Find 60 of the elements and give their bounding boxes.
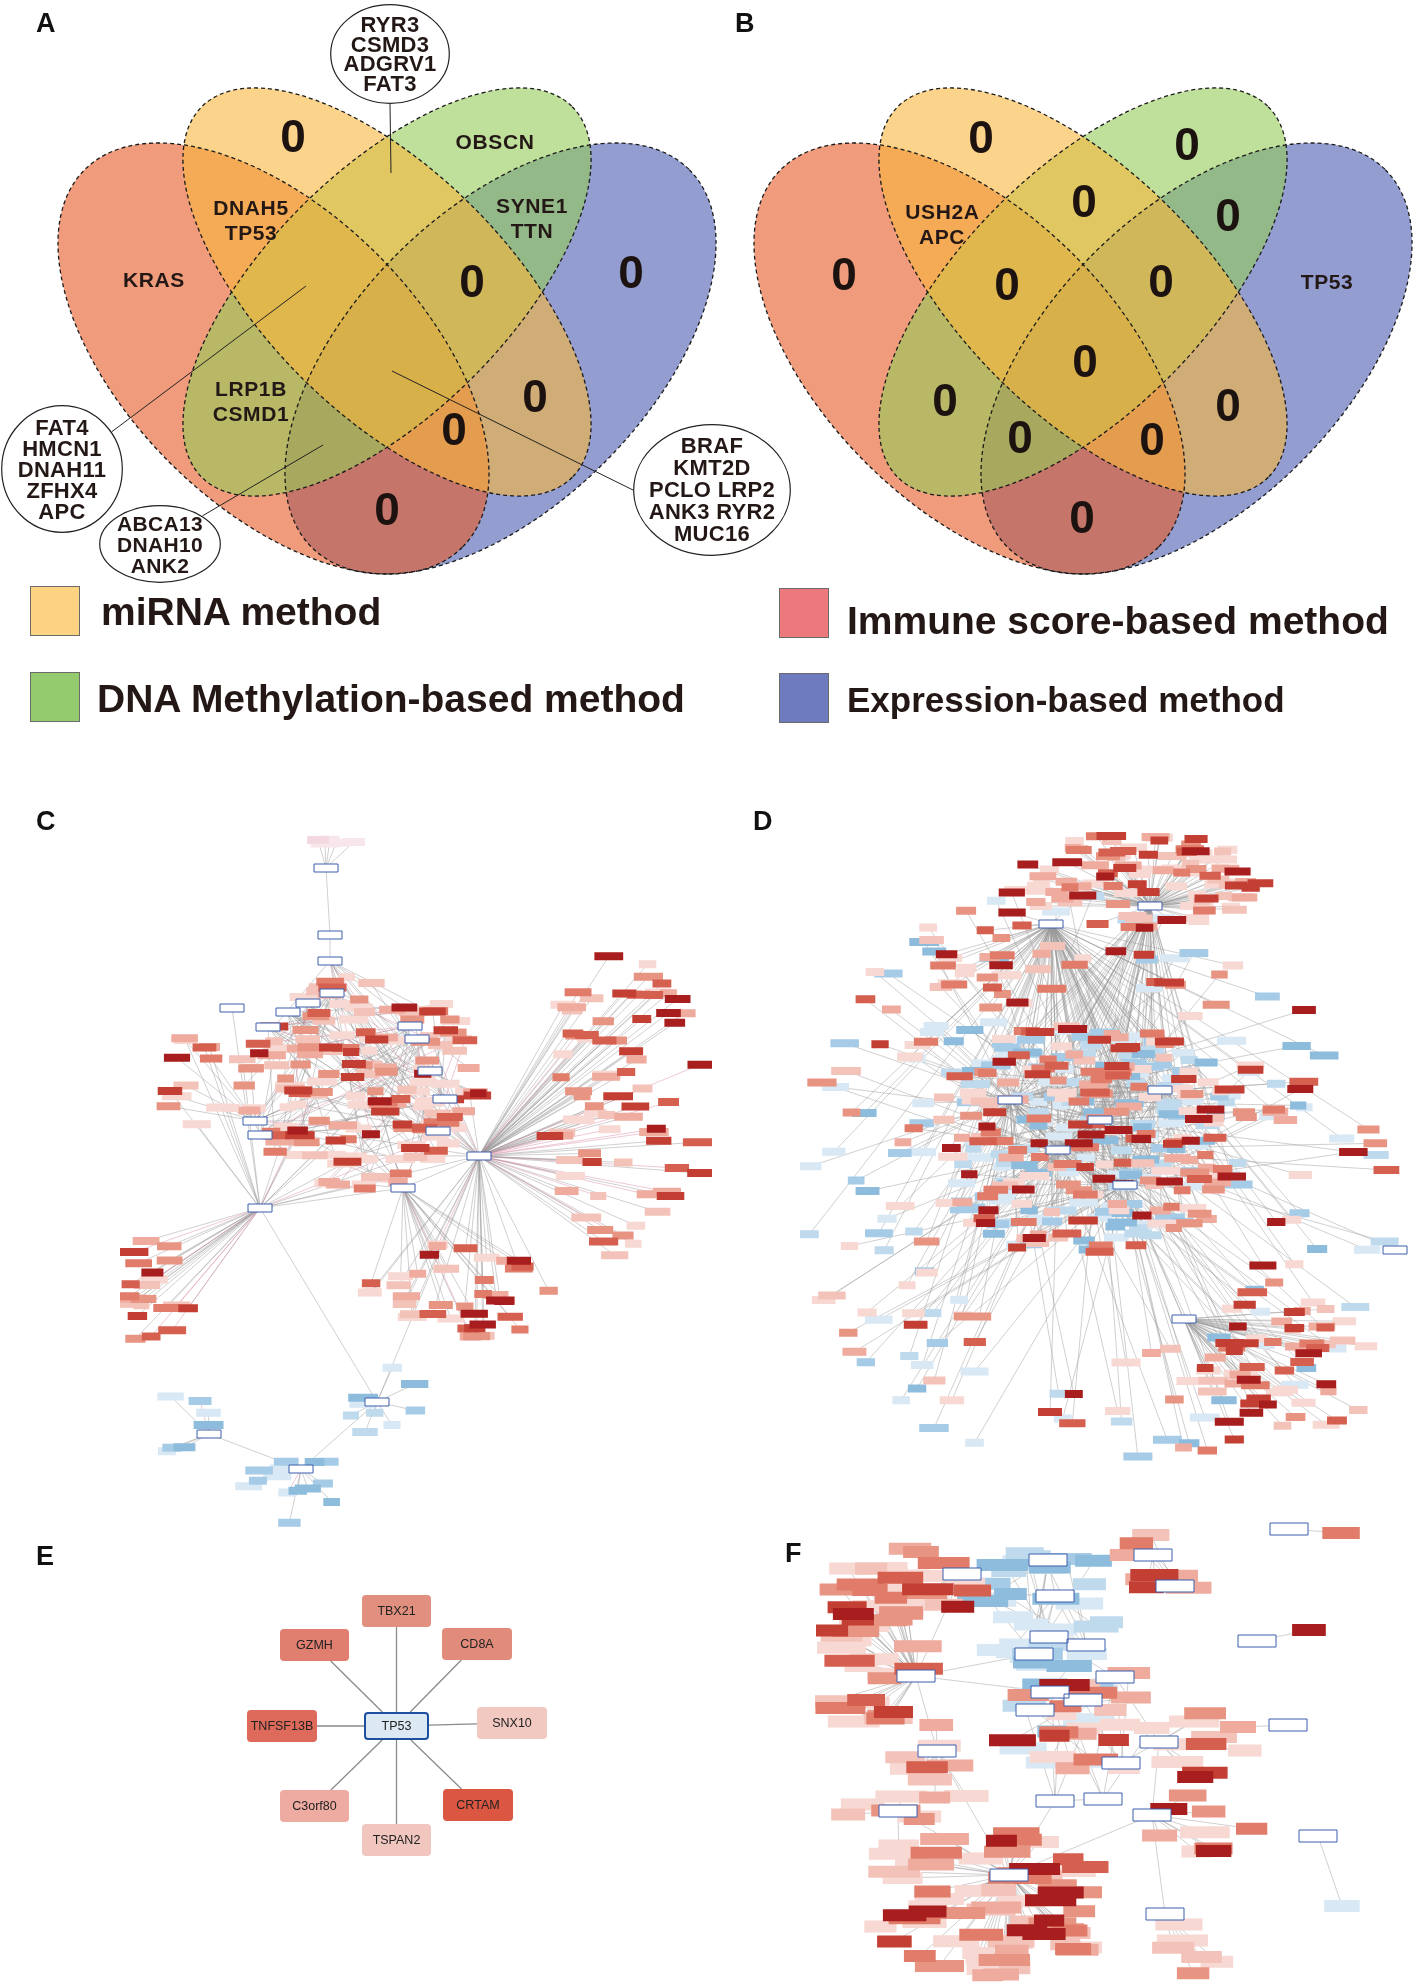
gene-list: TP53 — [1300, 268, 1354, 294]
gene-node: TBX21 — [362, 1595, 431, 1627]
gene-node: CRTAM — [443, 1789, 513, 1821]
region-count: 0 — [932, 379, 958, 421]
leader-line — [389, 103, 392, 174]
connector-line — [330, 1660, 383, 1713]
legend-label: miRNA method — [101, 590, 382, 634]
connector-line — [330, 1739, 383, 1791]
gene-node: SNX10 — [477, 1707, 547, 1739]
gene-list: LRP1B CSMD1 — [212, 376, 290, 426]
gene-node: CD8A — [442, 1628, 512, 1660]
panel-label: B — [735, 10, 755, 37]
gene-list: KRAS — [123, 266, 185, 292]
region-count: 0 — [374, 488, 400, 530]
gene-node: C3orf80 — [280, 1790, 349, 1822]
region-count: 0 — [994, 263, 1020, 305]
region-count: 0 — [968, 116, 994, 158]
region-count: 0 — [1069, 496, 1095, 538]
region-count: 0 — [1007, 416, 1033, 458]
region-count: 0 — [1071, 180, 1097, 222]
gene-list: SYNE1 TTN — [496, 193, 568, 243]
gene-node: TP53 — [364, 1712, 429, 1740]
panel-label: F — [785, 1540, 802, 1567]
gene-list: DNAH5 TP53 — [213, 195, 289, 245]
region-count: 0 — [441, 408, 467, 450]
connector-line — [316, 1725, 365, 1727]
gene-node: TSPAN2 — [362, 1824, 431, 1856]
region-count: 0 — [1174, 123, 1200, 165]
connector-line — [428, 1723, 478, 1726]
region-count: 0 — [522, 375, 548, 417]
panel-label: E — [36, 1543, 54, 1570]
callout-ellipse: BRAF KMT2D PCLO LRP2 ANK3 RYR2 MUC16 — [633, 424, 791, 556]
gene-node: TNFSF13B — [247, 1710, 317, 1742]
gene-node: GZMH — [280, 1629, 349, 1661]
gene-list: USH2A APC — [905, 199, 979, 249]
legend-label: DNA Methylation-based method — [97, 677, 685, 721]
leader-line — [111, 285, 307, 433]
legend-label: Immune score-based method — [847, 599, 1389, 643]
panel-label: D — [753, 808, 773, 835]
region-count: 0 — [1148, 260, 1174, 302]
legend-label: Expression-based method — [847, 680, 1285, 720]
region-count: 0 — [459, 260, 485, 302]
connector-line — [395, 1739, 398, 1825]
callout-ellipse: ABCA13 DNAH10 ANK2 — [99, 505, 221, 583]
region-count: 0 — [1215, 384, 1241, 426]
leader-line — [391, 370, 634, 491]
panel-label: C — [36, 808, 56, 835]
connector-line — [410, 1739, 463, 1790]
region-count: 0 — [1139, 418, 1165, 460]
connector-line — [395, 1626, 398, 1713]
connector-line — [409, 1659, 462, 1713]
region-count: 0 — [1072, 340, 1098, 382]
gene-list: OBSCN — [455, 128, 535, 154]
callout-ellipse: RYR3 CSMD3 ADGRV1 FAT3 — [330, 4, 450, 104]
region-count: 0 — [618, 251, 644, 293]
panel-label: A — [36, 10, 56, 37]
region-count: 0 — [831, 253, 857, 295]
leader-line — [201, 444, 324, 517]
region-count: 0 — [1215, 194, 1241, 236]
region-count: 0 — [280, 115, 306, 157]
